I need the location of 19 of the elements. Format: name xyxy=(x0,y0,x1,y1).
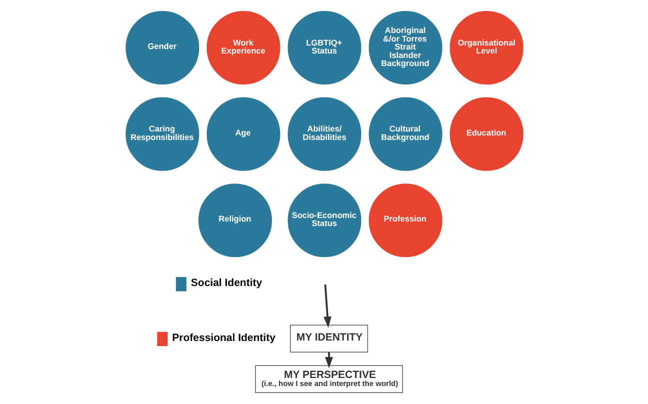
node-circle: Caring Responsibilities xyxy=(125,97,199,171)
node-circle: Religion xyxy=(198,184,272,258)
legend-label: Professional Identity xyxy=(172,332,275,344)
node-circle: Education xyxy=(449,97,523,171)
arrow xyxy=(324,352,332,368)
node-circle: Abilities/ Disabilities xyxy=(287,97,361,171)
node-circle: Gender xyxy=(125,11,199,85)
node-circle: Age xyxy=(206,97,280,171)
node-circle: LGBTIQ+ Status xyxy=(287,11,361,85)
node-circle: Socio-Economic Status xyxy=(287,184,361,258)
node-circle: Profession xyxy=(368,184,442,258)
arrow xyxy=(323,284,331,328)
node-circle: Work Experience xyxy=(206,11,280,85)
node-box: MY PERSPECTIVE (i.e., how I see and interpret the world) xyxy=(254,365,402,393)
node-circle: Organisational Level xyxy=(449,11,523,85)
legend-label: Social Identity xyxy=(190,277,262,290)
node-circle: Aboriginal &/or Torres Strait Islander Background xyxy=(368,11,442,85)
node-box: MY IDENTITY xyxy=(289,324,368,352)
node-circle: Cultural Background xyxy=(368,97,442,171)
